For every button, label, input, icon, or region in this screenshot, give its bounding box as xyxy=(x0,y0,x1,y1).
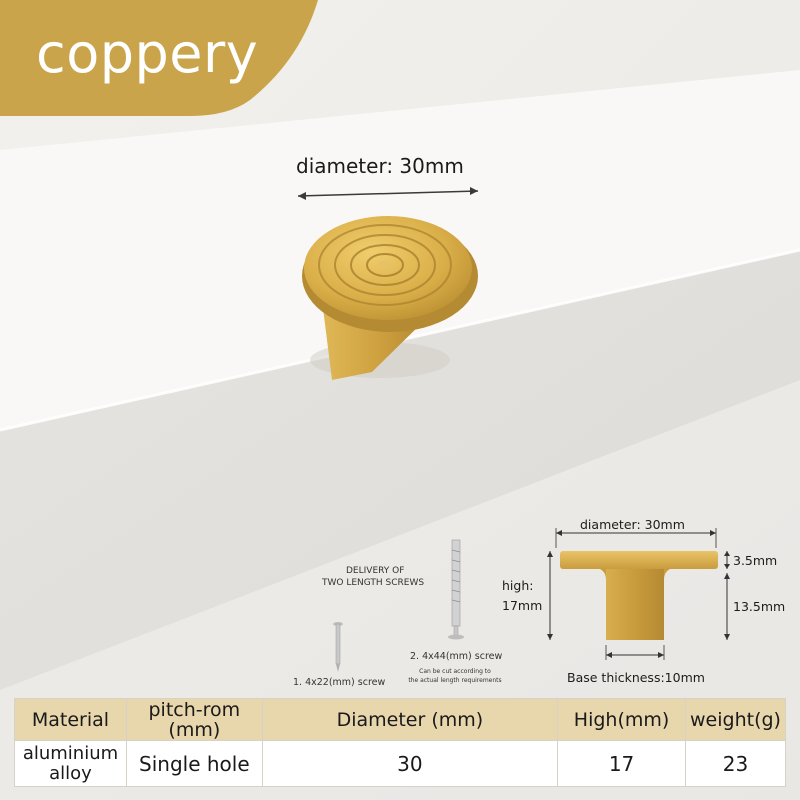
long-screw-illustration xyxy=(448,539,464,640)
base-thickness-label: Base thickness:10mm xyxy=(567,670,705,685)
header-material: Material xyxy=(14,698,127,741)
value-material-line1: aluminium xyxy=(22,742,119,764)
value-high: 17 xyxy=(557,740,686,787)
short-screw-label: 1. 4x22(mm) screw xyxy=(293,677,386,688)
screw-note-line2: the actual length requirements xyxy=(408,677,502,684)
header-pitch: pitch-rom (mm) xyxy=(125,698,263,741)
short-screw-illustration xyxy=(333,622,343,672)
header-weight: weight(g) xyxy=(684,698,787,741)
header-high: High(mm) xyxy=(557,698,686,741)
header-pitch-line2: (mm) xyxy=(168,718,221,741)
high-label-line1: high: xyxy=(502,578,534,593)
screw-note-line1: Can be cut according to xyxy=(419,668,491,675)
coppery-badge xyxy=(0,0,318,116)
knob-side-view xyxy=(560,551,718,640)
side-diameter-label: diameter: 30mm xyxy=(580,517,685,532)
value-weight: 23 xyxy=(684,740,787,787)
spec-table: Material pitch-rom (mm) Diameter (mm) Hi… xyxy=(14,698,787,787)
spec-header-row: Material pitch-rom (mm) Diameter (mm) Hi… xyxy=(14,698,787,741)
spec-value-row: aluminium alloy Single hole 30 17 23 xyxy=(14,740,787,787)
value-material: aluminium alloy xyxy=(14,740,127,787)
delivery-title-line2: TWO LENGTH SCREWS xyxy=(322,578,425,588)
top-diameter-label: diameter: 30mm xyxy=(296,154,464,178)
high-label-line2: 17mm xyxy=(502,598,543,613)
stem-height-label: 13.5mm xyxy=(733,599,786,614)
badge-label: coppery xyxy=(36,22,259,85)
value-diameter: 30 xyxy=(261,740,559,787)
header-pitch-line1: pitch-rom xyxy=(148,698,241,721)
long-screw-label: 2. 4x44(mm) screw xyxy=(410,651,503,662)
cap-thickness-label: 3.5mm xyxy=(733,553,778,568)
value-pitch: Single hole xyxy=(125,740,263,787)
delivery-title-line1: DELIVERY OF xyxy=(346,566,405,576)
value-material-line2: alloy xyxy=(49,762,92,784)
header-diameter: Diameter (mm) xyxy=(261,698,559,741)
